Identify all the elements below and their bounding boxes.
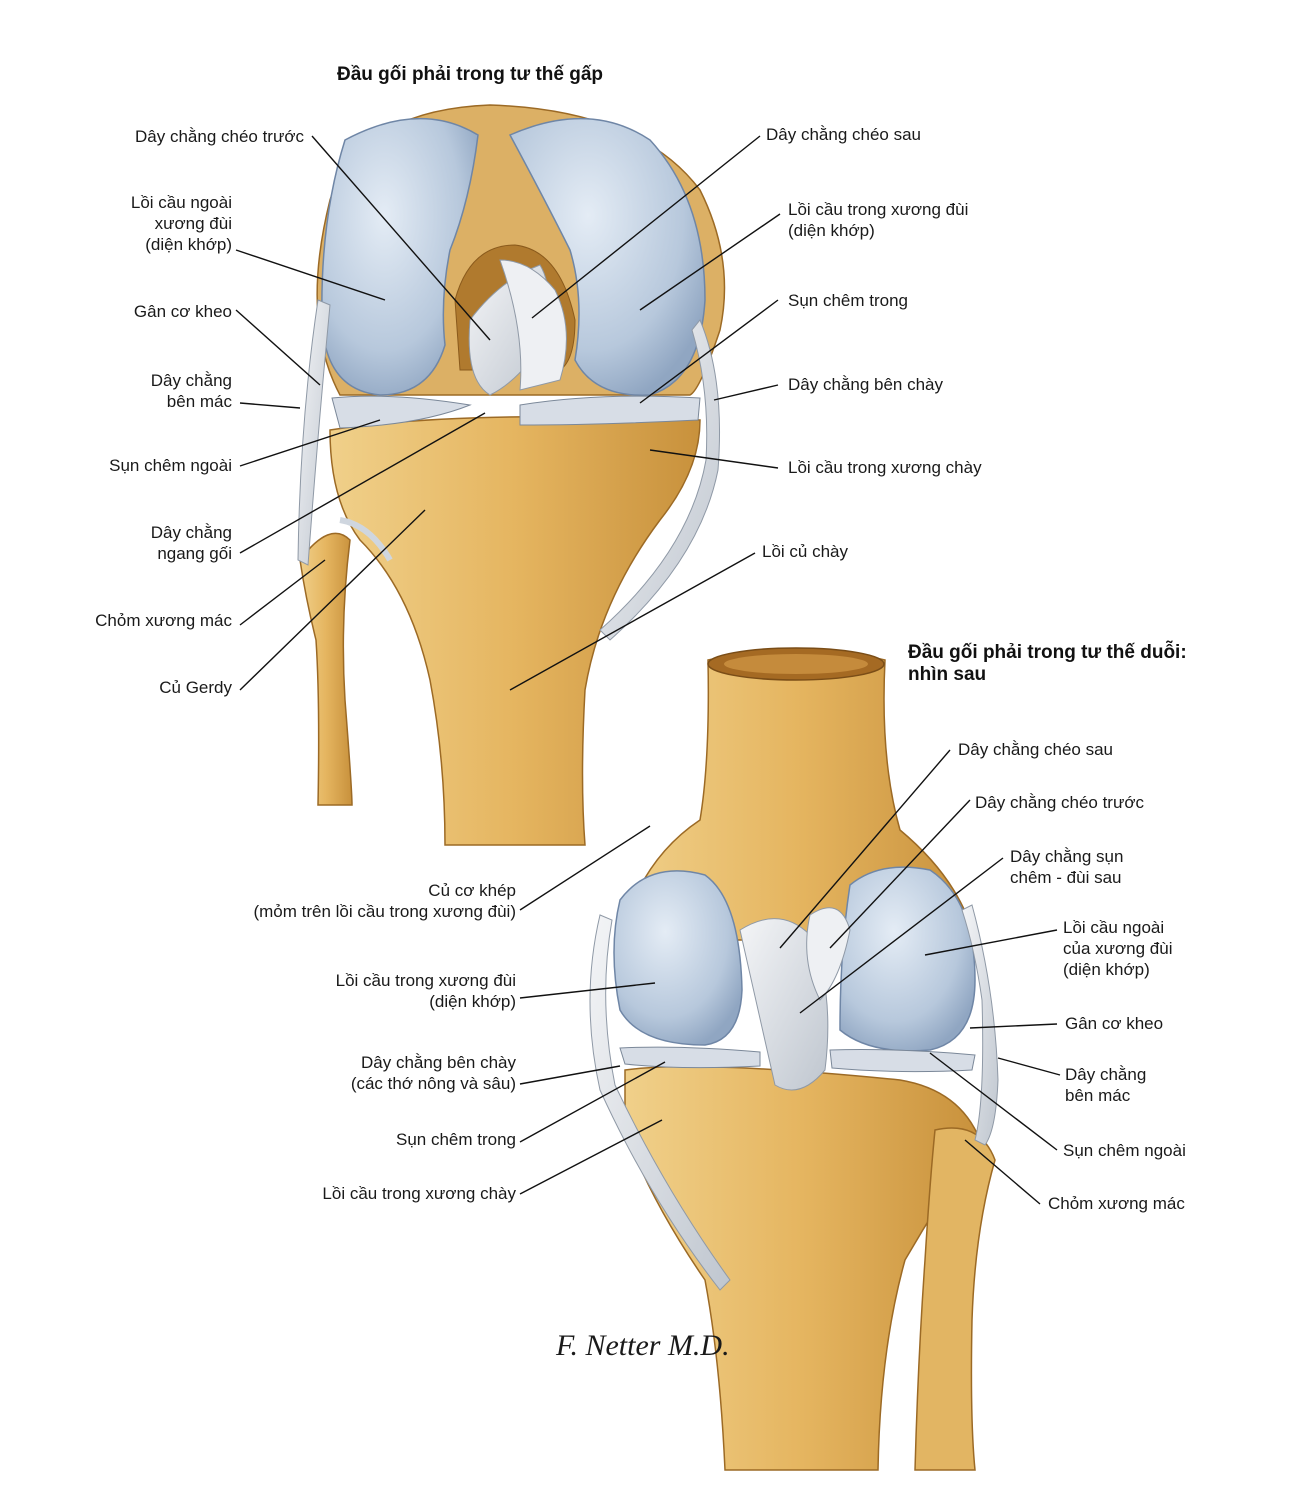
label-popliteus-tendon-posterior: Gân cơ kheo	[1065, 1014, 1164, 1033]
tibia-shaft	[624, 1065, 981, 1471]
artist-signature: F. Netter M.D.	[555, 1329, 730, 1362]
lateral-meniscus	[331, 395, 472, 429]
label-posterior-meniscofemoral-ligament: Dây chằng sụn chêm - đùi sau	[1010, 847, 1124, 887]
label-medial-meniscus: Sụn chêm trong	[788, 291, 909, 310]
label-anterior-cruciate-ligament: Dây chằng chéo trước	[135, 127, 304, 146]
label-fibular-head-posterior: Chỏm xương mác	[1048, 1194, 1185, 1213]
extended-knee-illustration	[589, 647, 999, 1471]
transverse-ligament	[339, 517, 393, 562]
flexed-knee-illustration	[297, 104, 726, 846]
label-posterior-cruciate-ligament: Dây chằng chéo sau	[766, 125, 921, 144]
label-medial-tibial-condyle-posterior: Lồi cầu trong xương chày	[322, 1184, 516, 1203]
label-lateral-meniscus: Sụn chêm ngoài	[109, 456, 232, 475]
medial-femoral-condyle-posterior	[613, 870, 743, 1046]
tibial-collateral-ligament-posterior	[589, 914, 731, 1291]
anterior-cruciate-ligament-posterior	[806, 907, 851, 1001]
fibula-shaft	[914, 1127, 996, 1471]
label-medial-femoral-condyle: Lồi cầu trong xương đùi (diện khớp)	[788, 200, 969, 240]
label-tibial-collateral-ligament-posterior: Dây chằng bên chày (các thớ nông và sâu)	[350, 1053, 516, 1093]
label-fibular-collateral-ligament: Dây chằng bên mác	[150, 371, 232, 411]
fibular-collateral-ligament-posterior	[961, 904, 999, 1146]
tibia-bone	[329, 415, 701, 846]
label-medial-femoral-condyle-posterior: Lồi cầu trong xương đùi (diện khớp)	[335, 971, 516, 1011]
fibular-collateral-ligament	[297, 299, 331, 566]
label-medial-meniscus-posterior: Sụn chêm trong	[395, 1130, 516, 1149]
medial-meniscus	[519, 395, 701, 426]
leader-lines	[235, 135, 1061, 1205]
lateral-femoral-condyle	[321, 117, 479, 396]
label-medial-tibial-condyle: Lồi cầu trong xương chày	[788, 458, 982, 477]
label-adductor-tubercle: Củ cơ khép (mỏm trên lồi cầu trong xương…	[253, 881, 516, 921]
label-popliteus-tendon: Gân cơ kheo	[133, 302, 232, 321]
medial-meniscus-posterior	[619, 1046, 761, 1069]
label-anterior-cruciate-ligament-posterior: Dây chằng chéo trước	[975, 793, 1144, 812]
label-gerdy-tubercle: Củ Gerdy	[159, 678, 232, 697]
flexed-knee-title: Đầu gối phải trong tư thế gấp	[337, 64, 604, 85]
label-posterior-cruciate-ligament-posterior: Dây chằng chéo sau	[958, 740, 1113, 759]
extended-knee-title: Đầu gối phải trong tư thế duỗi: nhìn sau	[908, 642, 1187, 685]
label-tibial-collateral-ligament: Dây chằng bên chày	[788, 375, 943, 394]
label-lateral-femoral-condyle: Lồi cầu ngoài xương đùi (diện khớp)	[130, 193, 232, 254]
label-tibial-tuberosity: Lồi củ chày	[762, 542, 848, 561]
label-lateral-femoral-condyle-posterior: Lồi cầu ngoài của xương đùi (diện khớp)	[1063, 918, 1173, 979]
lateral-femoral-condyle-posterior	[839, 866, 976, 1052]
signature-text: F. Netter M.D.	[555, 1329, 730, 1362]
posterior-cruciate-ligament	[499, 259, 567, 391]
fibula-bone	[299, 532, 353, 806]
posterior-cruciate-ligament-posterior	[739, 918, 829, 1091]
label-fibular-collateral-ligament-posterior: Dây chằng bên mác	[1065, 1065, 1147, 1105]
label-fibular-head: Chỏm xương mác	[95, 611, 232, 630]
label-lateral-meniscus-posterior: Sụn chêm ngoài	[1063, 1141, 1186, 1160]
label-transverse-ligament: Dây chằng ngang gối	[150, 523, 232, 563]
lateral-meniscus-posterior	[829, 1049, 976, 1073]
